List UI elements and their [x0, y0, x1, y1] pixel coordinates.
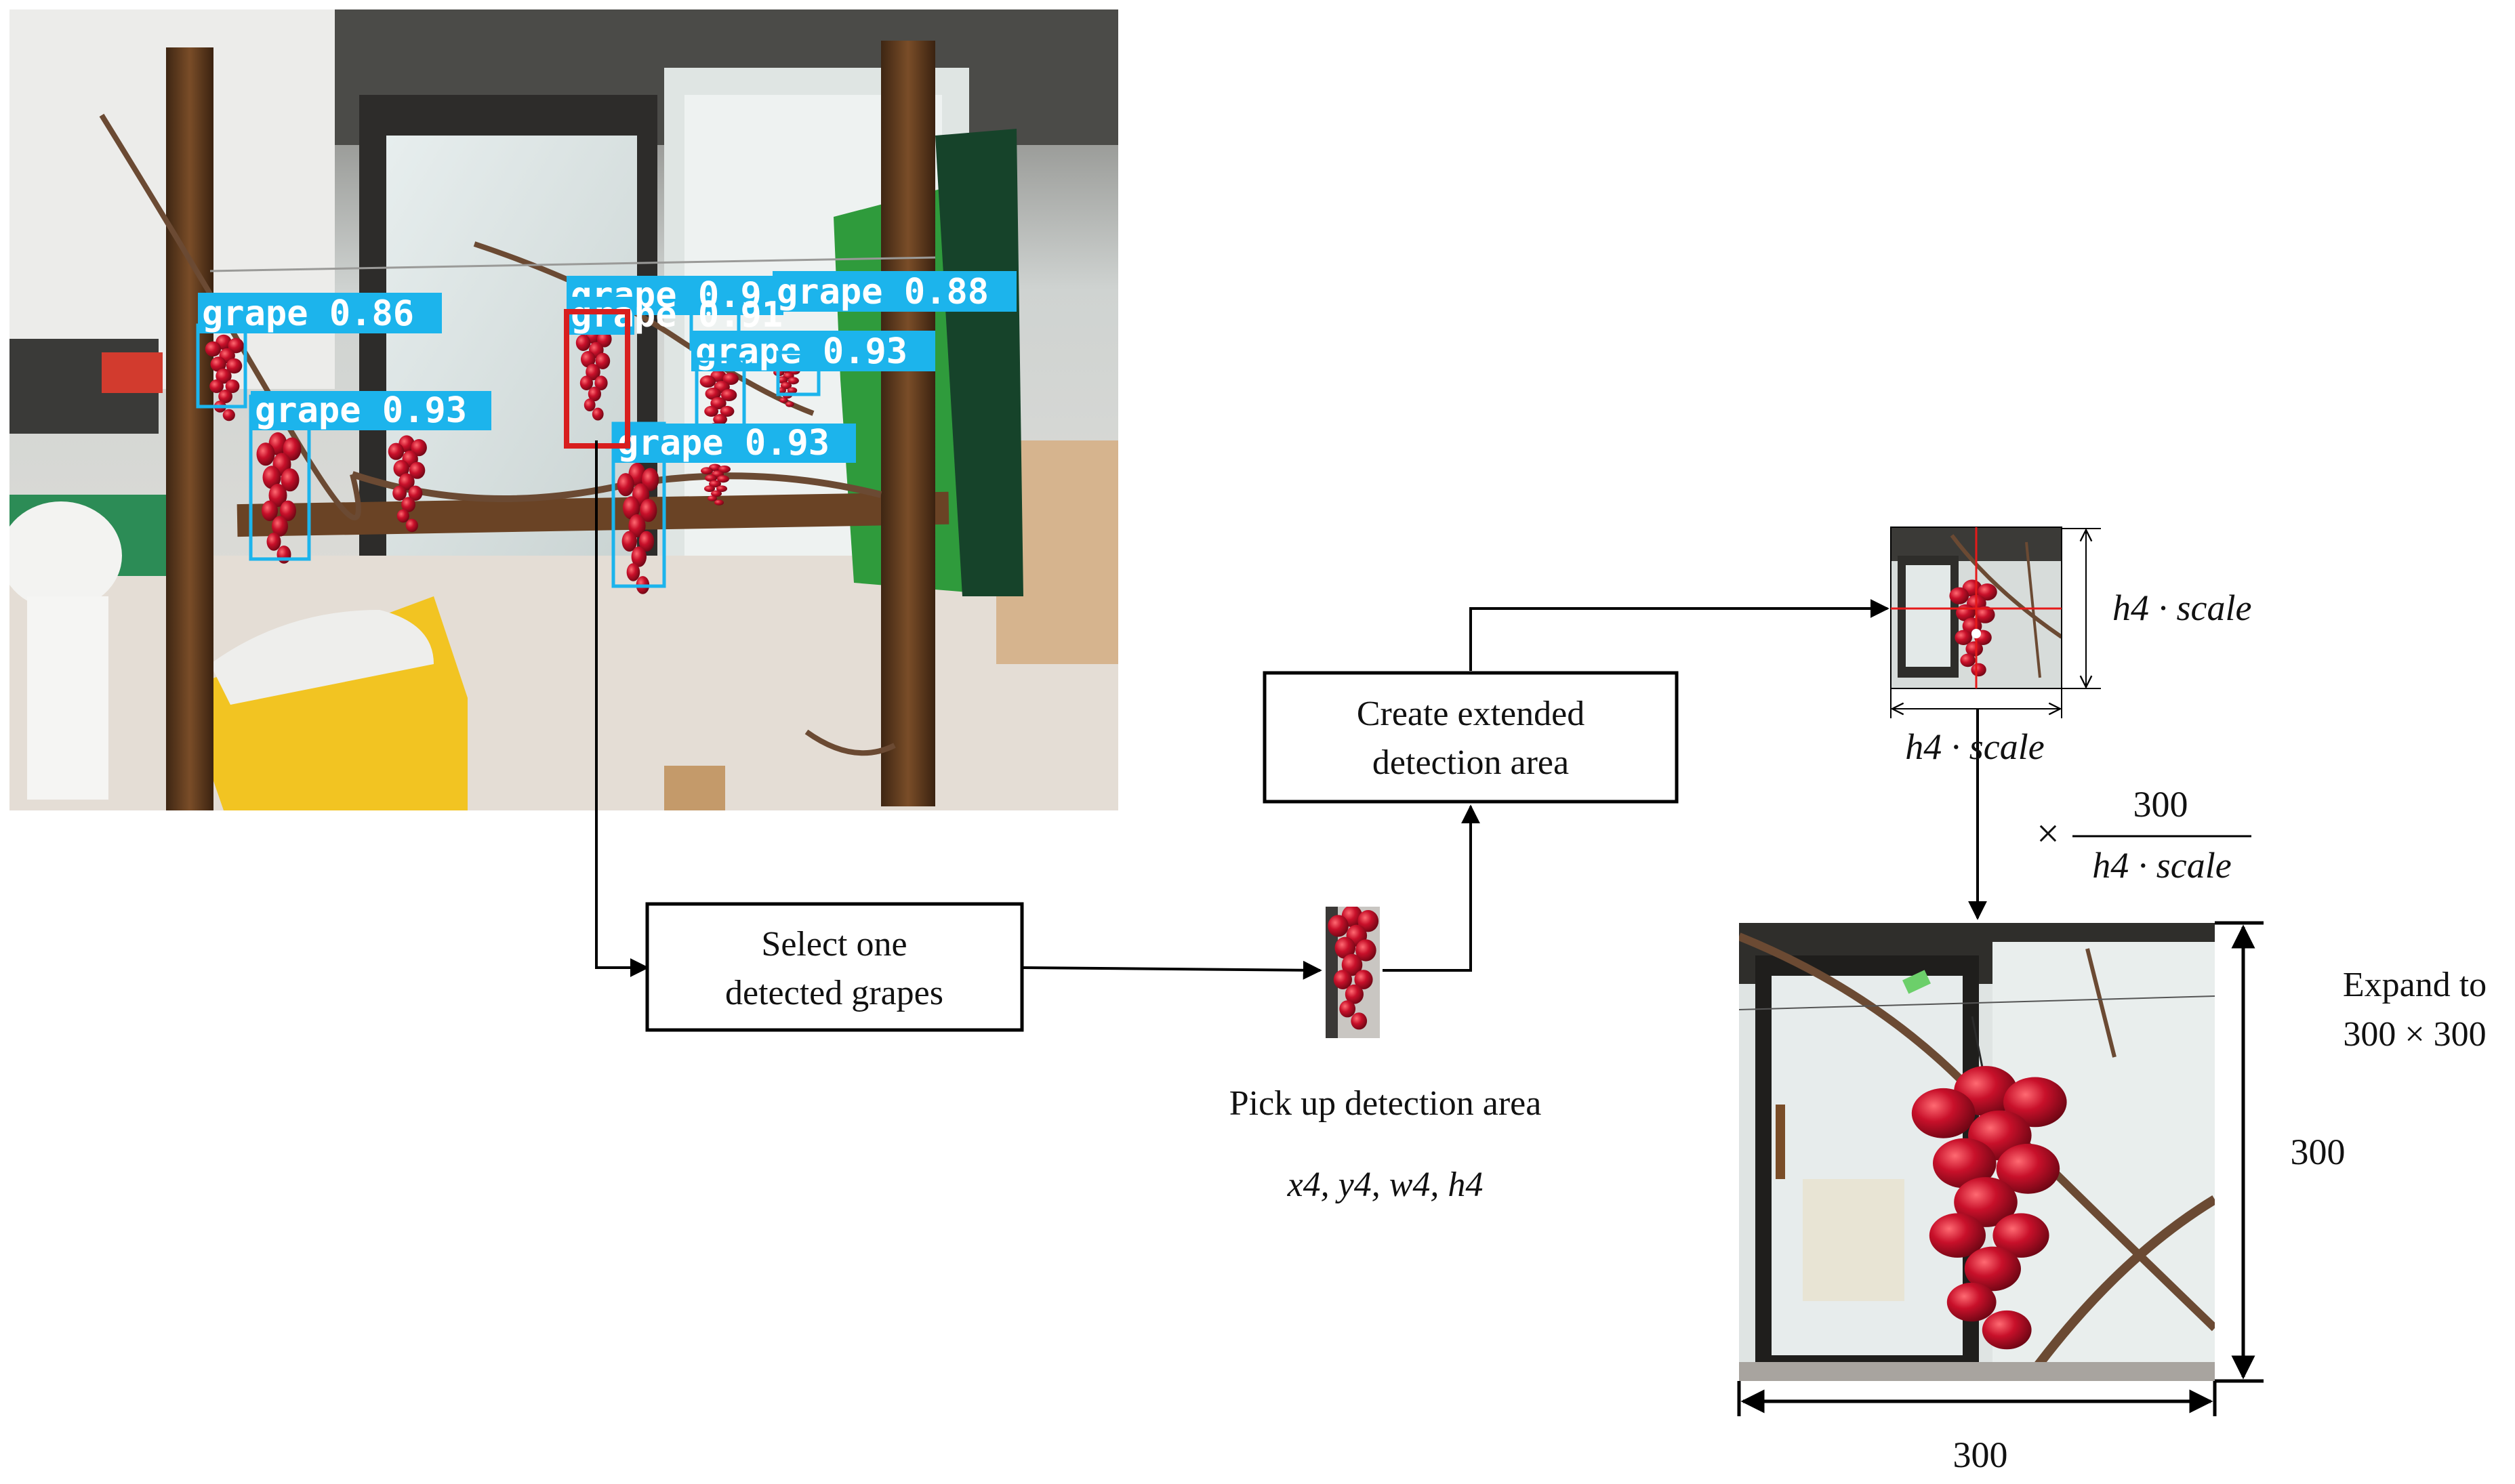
- detection-label-bg: [198, 293, 442, 333]
- detection-label-bg: [773, 271, 1017, 312]
- pickup-variables: x4, y4, w4, h4: [1287, 1166, 1484, 1204]
- select-step-line1: Select one: [761, 925, 907, 964]
- scale-times-sign: ×: [2037, 811, 2060, 856]
- expand-caption-line2: 300 × 300: [2343, 1015, 2486, 1054]
- detection-box: [776, 350, 821, 396]
- picked-detection-thumbnail: [1326, 907, 1380, 1038]
- extend-step-line2: detection area: [1372, 743, 1569, 782]
- select-step-line2: detected grapes: [725, 974, 943, 1012]
- expanded-dimensions: [1737, 921, 2264, 1416]
- detection-label-bg: [567, 297, 634, 335]
- detection-label: grape 0.91: [571, 295, 783, 335]
- small-crop-width-label: h4 · scale: [1905, 726, 2044, 767]
- detection-label: grape 0.86: [202, 293, 414, 334]
- camera-photo: [9, 9, 1118, 810]
- extend-area-step: Create extended detection area: [1263, 671, 1679, 804]
- expanded-width-label: 300: [1953, 1435, 2008, 1475]
- expanded-crop: [1739, 923, 2215, 1381]
- scale-factor: × 300 h4 · scale: [2037, 784, 2251, 886]
- scale-numerator: 300: [2133, 784, 2188, 825]
- flow-connectors: [595, 440, 1987, 980]
- detection-label-bg: [251, 391, 491, 430]
- scale-denominator: h4 · scale: [2092, 845, 2231, 886]
- detection-label: grape 0.88: [777, 272, 989, 312]
- expand-caption-line1: Expand to: [2343, 966, 2487, 1004]
- center-point: [1971, 629, 1981, 638]
- detection-label: grape 0.93: [255, 390, 467, 431]
- small-crop-dimensions: [1890, 528, 2101, 718]
- expanded-height-label: 300: [2291, 1132, 2346, 1172]
- pickup-caption: Pick up detection area: [1229, 1084, 1542, 1123]
- select-grapes-step: Select one detected grapes: [645, 902, 1024, 1032]
- small-crop-height-label: h4 · scale: [2112, 588, 2251, 628]
- detection-label: grape 0.93: [617, 423, 830, 463]
- detection-label-bg: [613, 424, 856, 463]
- extend-step-line1: Create extended: [1357, 695, 1584, 733]
